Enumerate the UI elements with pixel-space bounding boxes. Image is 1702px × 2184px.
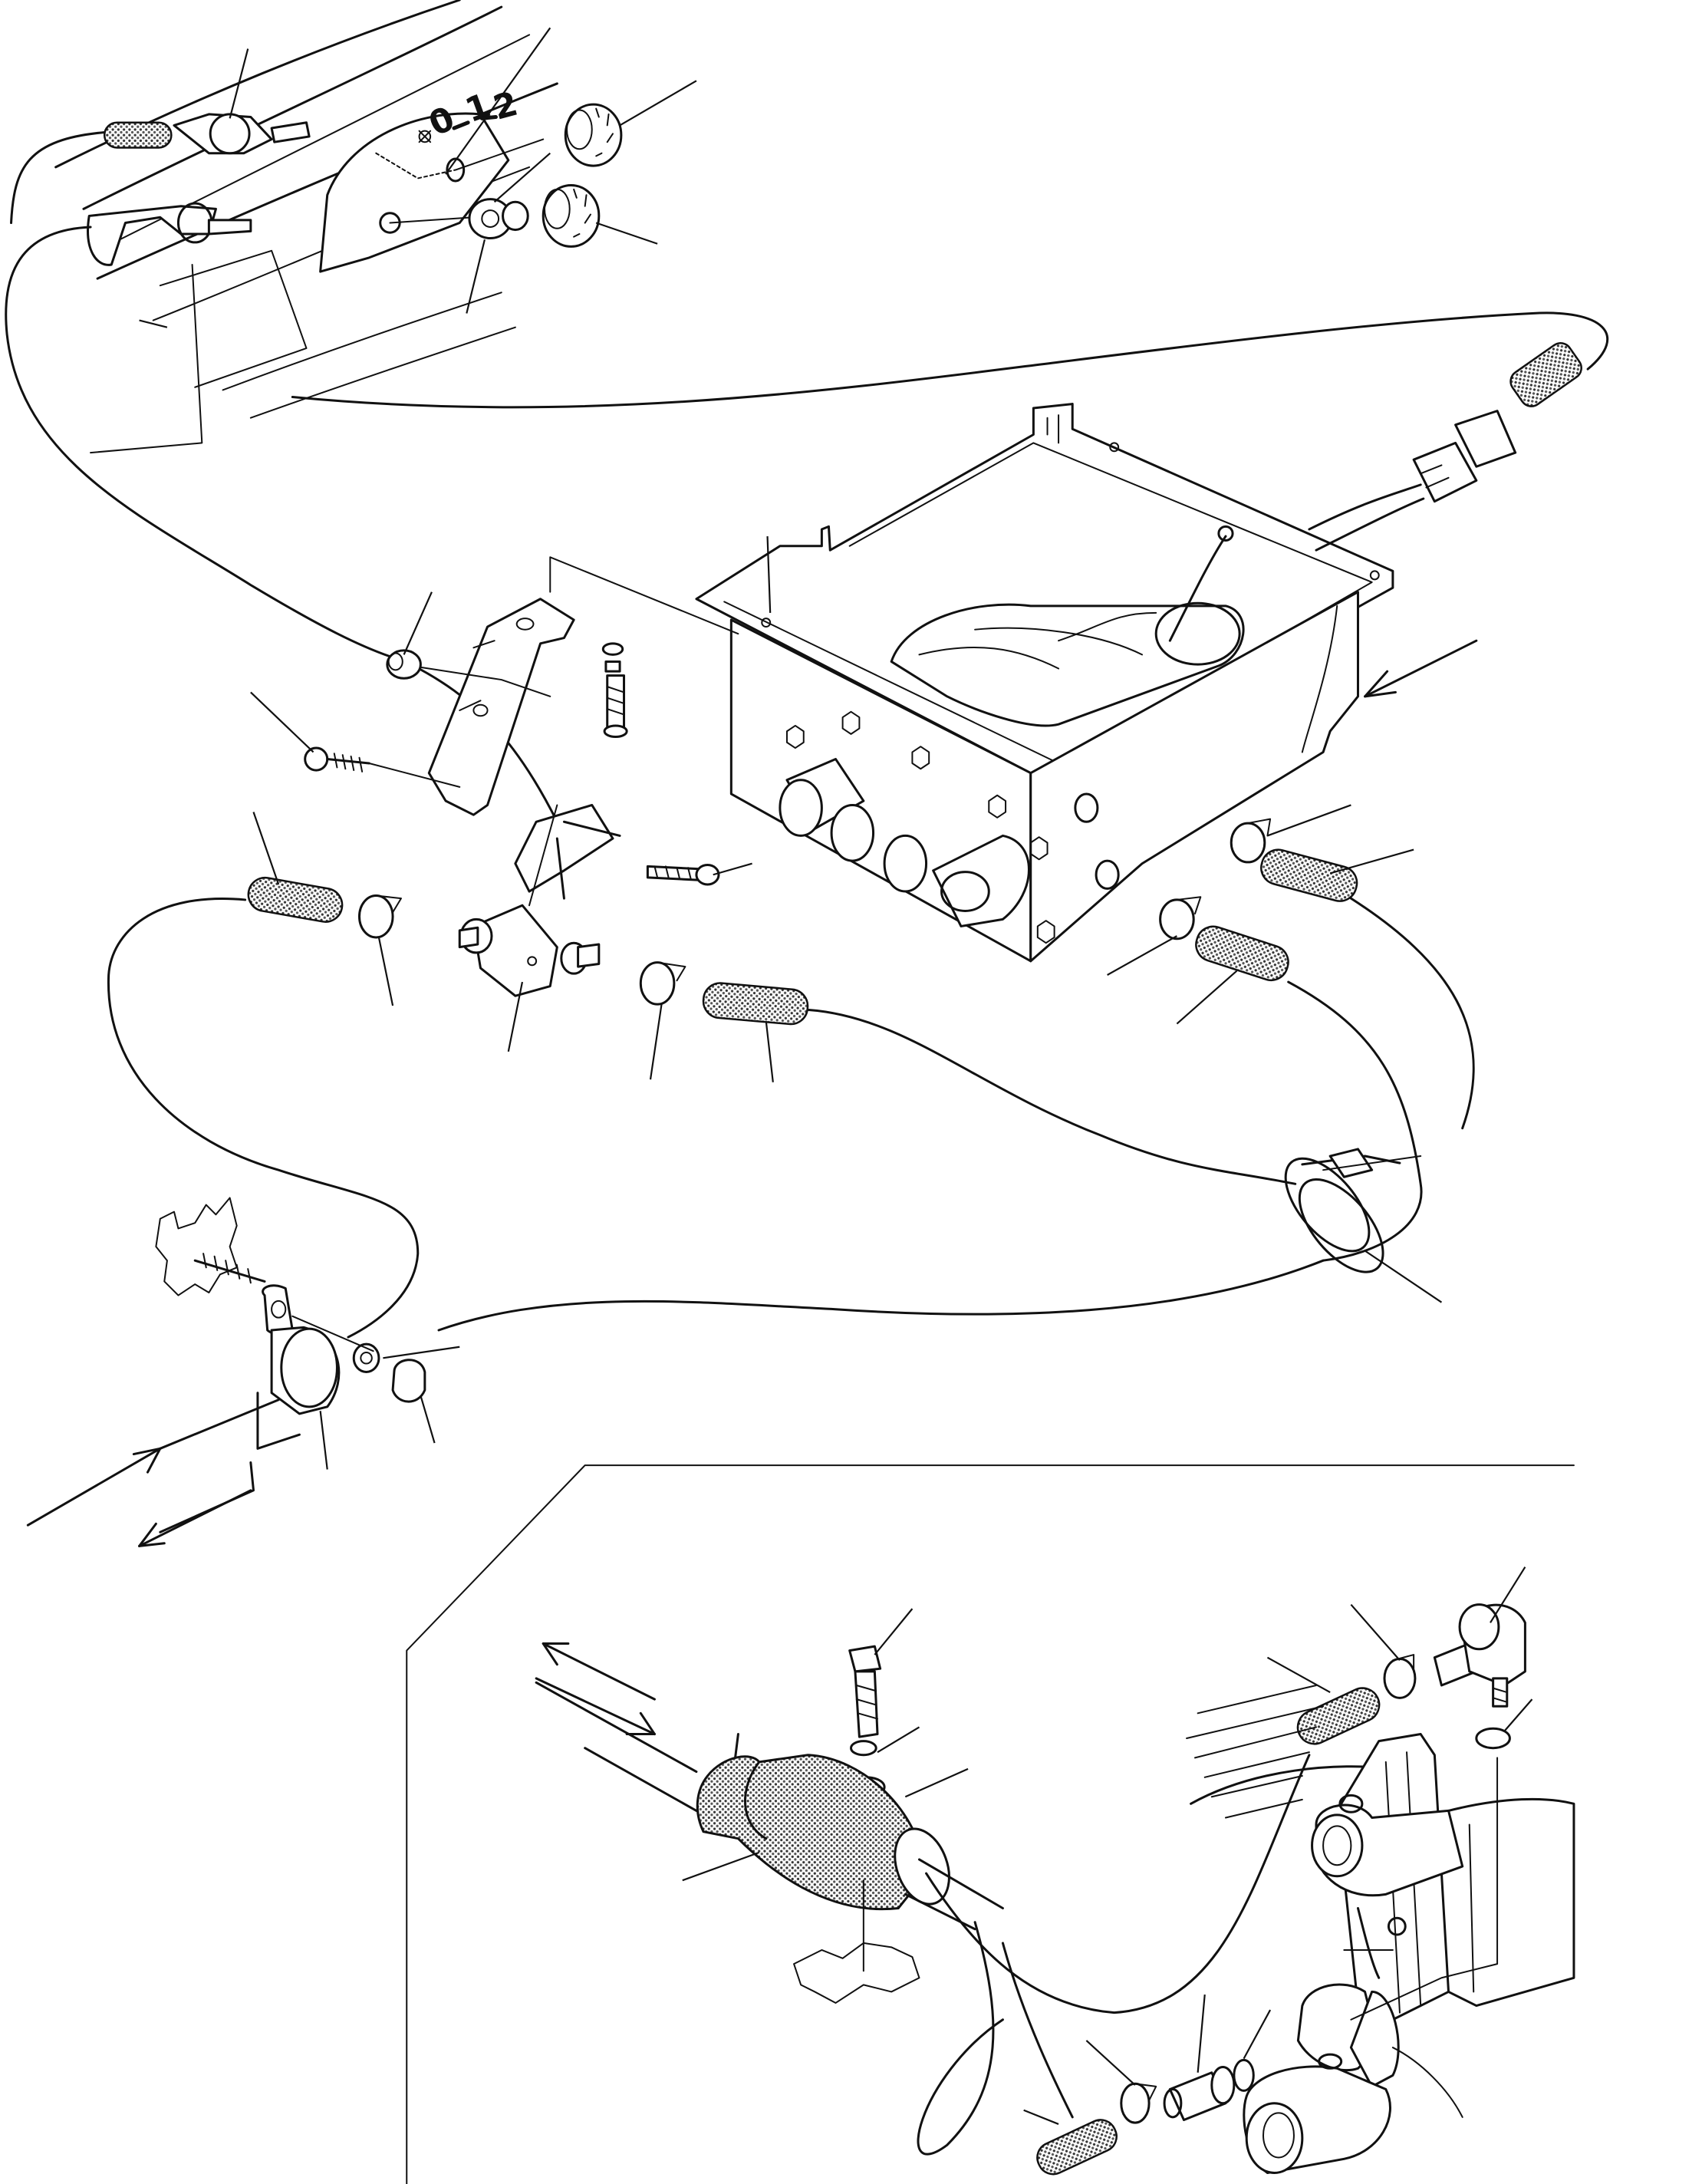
valve-screw	[647, 865, 719, 884]
inset-clamp-lower	[1121, 2084, 1156, 2123]
hose-section-right-lower	[1192, 922, 1292, 984]
inset-hose-lower	[1032, 2115, 1121, 2179]
inset-double-arrow-icon	[536, 1644, 654, 1734]
inset-oring	[1234, 2060, 1253, 2090]
inset-nipple-lower	[1164, 2067, 1234, 2120]
hose-clamp-right-lower	[1160, 897, 1201, 938]
inset-hose-upper	[1292, 1682, 1384, 1749]
upper-knob	[565, 104, 621, 166]
tapping-screw	[305, 748, 460, 787]
hose-band-clip	[1270, 1145, 1421, 1286]
dial-bar-2	[482, 117, 495, 119]
blower-harness	[292, 313, 1607, 407]
firewall-panel-icon	[156, 1197, 236, 1295]
hose-section-left	[245, 875, 344, 924]
leader-lines	[140, 28, 1532, 2124]
nut-washer	[469, 199, 528, 239]
upper-cable-switch	[104, 114, 309, 153]
water-valve	[459, 805, 620, 996]
inset-elbow-fitting	[1434, 1605, 1525, 1707]
coolant-hoses	[108, 898, 1473, 1337]
valve-bracket	[411, 557, 739, 815]
firewall-fitting	[156, 1197, 424, 1532]
inset-panel-icon	[794, 1943, 919, 2003]
heater-pipe-stubs	[780, 759, 1029, 927]
selector-plate	[321, 114, 509, 272]
blower-connector	[1309, 339, 1585, 551]
hose-section-mid	[702, 982, 809, 1026]
hose-clamp-right-upper	[1231, 819, 1270, 862]
inset-pipe	[536, 1682, 696, 1771]
hose-section-right-upper	[1257, 846, 1361, 905]
detail-inset	[407, 1465, 1574, 2184]
hose-clamp-mid	[640, 963, 685, 1004]
double-arrow-icon	[28, 1448, 251, 1546]
bracket-bolt	[603, 644, 627, 737]
lower-knob	[543, 185, 599, 246]
inset-clamp-upper	[1384, 1655, 1415, 1698]
hose-clamp-left	[359, 895, 400, 937]
airflow-arrow	[1365, 641, 1476, 697]
lower-cable-clamp	[88, 203, 251, 265]
fan-icon	[420, 131, 431, 143]
inset-washer	[1476, 1728, 1510, 1748]
heater-unit	[696, 339, 1585, 961]
temperature-cable	[6, 227, 397, 659]
control-panel: 0 1 2	[56, 0, 621, 453]
inset-sleeve	[697, 1734, 1002, 1929]
grommet	[387, 651, 421, 678]
dial-bar-1	[454, 123, 468, 128]
switch-wire	[12, 132, 105, 222]
inset-engine-block	[1187, 1685, 1574, 2172]
